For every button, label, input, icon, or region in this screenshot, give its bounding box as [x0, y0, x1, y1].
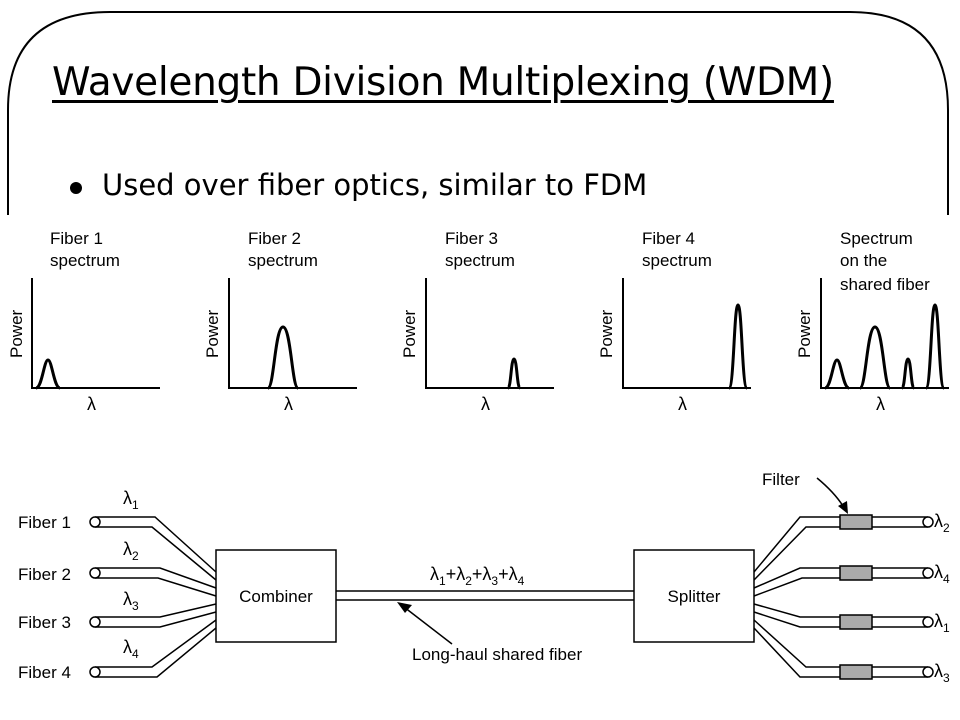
- panel-4-y-axis-label: Power: [597, 309, 616, 358]
- splitter-box: [633, 549, 755, 643]
- panel-5-peak-1: [824, 358, 850, 390]
- panel-1-axes: [31, 278, 160, 389]
- panel-1-x-axis-label: λ: [87, 394, 96, 414]
- panel-2-y-axis-label: Power: [203, 309, 222, 358]
- panel-1-caption-line2: spectrum: [50, 251, 120, 270]
- input-lambda-4: λ4: [123, 637, 139, 661]
- panel-5-axes: [820, 278, 949, 389]
- panel-5-x-axis-label: λ: [876, 394, 885, 414]
- filter-arrowhead: [838, 501, 848, 514]
- filter-4: [839, 664, 873, 680]
- output-4-end: [922, 666, 934, 678]
- panel-1-caption-line1: Fiber 1: [50, 229, 103, 248]
- panel-5-peak-2: [858, 325, 892, 390]
- panel-4-caption-line1: Fiber 4: [642, 229, 695, 248]
- spectrum-panel-4: Fiber 4 spectrum Power λ: [597, 229, 751, 414]
- panel-3-axes: [425, 278, 554, 389]
- panel-4-caption-line2: spectrum: [642, 251, 712, 270]
- spectrum-panel-2: Fiber 2 spectrum Power λ: [203, 229, 357, 414]
- fiber-2-end: [89, 567, 101, 579]
- fiber-2-line-top: [95, 567, 217, 589]
- output-1-line-top: [753, 516, 928, 573]
- panel-3-caption-line2: spectrum: [445, 251, 515, 270]
- panel-3-peak: [506, 357, 522, 390]
- panel-4-x-axis-label: λ: [678, 394, 687, 414]
- fiber-1-line-top: [95, 516, 217, 573]
- output-lambda-3: λ1: [934, 611, 950, 635]
- fiber-4-label: Fiber 4: [18, 663, 71, 682]
- panel-3-caption-line1: Fiber 3: [445, 229, 498, 248]
- filter-label: Filter: [762, 470, 800, 489]
- panel-5-caption-line3: shared fiber: [840, 275, 930, 294]
- panel-2-caption-line2: spectrum: [248, 251, 318, 270]
- panel-2-x-axis-label: λ: [284, 394, 293, 414]
- panel-2-caption-line1: Fiber 2: [248, 229, 301, 248]
- fiber-1-line-bottom: [95, 526, 217, 581]
- output-2-line-top: [753, 567, 928, 589]
- output-4-line-top: [753, 619, 928, 668]
- fiber-4-end: [89, 666, 101, 678]
- output-fibers: [753, 516, 928, 678]
- fiber-2-line-bottom: [95, 577, 217, 597]
- output-lambda-2: λ4: [934, 562, 950, 586]
- output-3-end: [922, 616, 934, 628]
- long-haul-label: Long-haul shared fiber: [412, 645, 582, 664]
- input-fibers: [95, 516, 217, 678]
- slide-title: Wavelength Division Multiplexing (WDM): [52, 60, 834, 105]
- output-4-line-bottom: [753, 627, 928, 678]
- fiber-3-line-bottom: [95, 611, 217, 628]
- long-haul-pointer-line: [403, 606, 453, 645]
- panel-4-axes: [622, 278, 751, 389]
- panel-2-peak: [266, 325, 300, 390]
- filter-1: [839, 514, 873, 530]
- fiber-4-line-bottom: [95, 627, 217, 678]
- output-2-line-bottom: [753, 577, 928, 597]
- combiner-label: Combiner: [239, 587, 313, 606]
- splitter-label: Splitter: [668, 587, 721, 606]
- fiber-3-line-top: [95, 603, 217, 618]
- output-lambda-4: λ3: [934, 661, 950, 685]
- panel-3-x-axis-label: λ: [481, 394, 490, 414]
- input-lambda-3: λ3: [123, 589, 139, 613]
- fiber-1-end: [89, 516, 101, 528]
- filter-2: [839, 565, 873, 581]
- panel-5-caption-line2: on the: [840, 251, 887, 270]
- filter-pointer-line: [816, 477, 844, 507]
- spectrum-panel-shared: Spectrum on the shared fiber Power λ: [795, 229, 949, 414]
- fiber-3-label: Fiber 3: [18, 613, 71, 632]
- output-3-line-bottom: [753, 611, 928, 628]
- shared-wavelengths-label: λ1+λ2+λ3+λ4: [430, 564, 525, 588]
- fiber-1-label: Fiber 1: [18, 513, 71, 532]
- panel-5-caption-line1: Spectrum: [840, 229, 913, 248]
- panel-4-peak: [727, 303, 749, 390]
- fiber-3-end: [89, 616, 101, 628]
- panel-3-y-axis-label: Power: [400, 309, 419, 358]
- output-lambda-1: λ2: [934, 511, 950, 535]
- bullet-dot: [70, 182, 82, 194]
- spectrum-panel-3: Fiber 3 spectrum Power λ: [400, 229, 554, 414]
- output-2-end: [922, 567, 934, 579]
- panel-5-peak-3: [900, 357, 916, 390]
- panel-1-peak: [35, 358, 61, 390]
- spectrum-panel-1: Fiber 1 spectrum Power λ: [7, 229, 160, 414]
- combiner-box: [215, 549, 337, 643]
- panel-2-axes: [228, 278, 357, 389]
- filter-3: [839, 614, 873, 630]
- bullet-text: Used over fiber optics, similar to FDM: [102, 168, 648, 202]
- fiber-2-label: Fiber 2: [18, 565, 71, 584]
- panel-1-y-axis-label: Power: [7, 309, 26, 358]
- panel-5-y-axis-label: Power: [795, 309, 814, 358]
- long-haul-arrowhead: [397, 602, 412, 613]
- input-lambda-1: λ1: [123, 488, 139, 512]
- output-3-line-top: [753, 603, 928, 618]
- output-1-line-bottom: [753, 526, 928, 581]
- input-lambda-2: λ2: [123, 539, 139, 563]
- panel-5-peak-4: [924, 303, 946, 390]
- output-1-end: [922, 516, 934, 528]
- fiber-4-line-top: [95, 619, 217, 668]
